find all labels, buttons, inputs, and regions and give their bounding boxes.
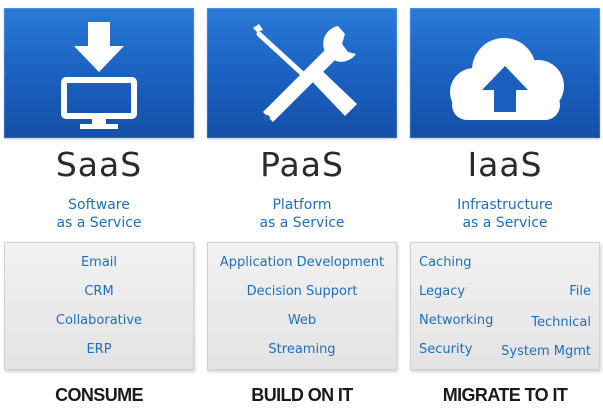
saas-item-crm: CRM — [84, 284, 114, 299]
saas-subtitle-line-2: as a Service — [56, 215, 142, 231]
iaas-item-system-mgmt: System Mgmt — [501, 344, 591, 359]
paas-subtitle: Platform as a Service — [207, 196, 397, 232]
paas-subtitle-line-1: Platform — [272, 197, 332, 213]
paas-item-streaming: Streaming — [268, 342, 336, 357]
paas-column: PaaS Platform as a Service Application D… — [207, 0, 397, 420]
iaas-item-networking: Networking — [419, 313, 494, 328]
iaas-item-caching: Caching — [419, 255, 472, 270]
iaas-subtitle: Infrastructure as a Service — [410, 196, 600, 232]
paas-subtitle-line-2: as a Service — [259, 215, 345, 231]
iaas-item-file: File — [569, 284, 591, 299]
iaas-item-security: Security — [419, 342, 473, 357]
saas-item-collaborative: Collaborative — [55, 313, 143, 328]
paas-item-decision-support: Decision Support — [246, 284, 358, 299]
saas-subtitle-line-1: Software — [68, 197, 130, 213]
iaas-item-legacy: Legacy — [419, 284, 466, 299]
iaas-icon-tile — [410, 8, 600, 138]
paas-item-web: Web — [287, 313, 317, 328]
iaas-subtitle-line-1: Infrastructure — [457, 197, 553, 213]
paas-acronym: PaaS — [260, 145, 344, 184]
download-monitor-icon — [61, 22, 137, 129]
paas-examples-panel: Application Development Decision Support… — [207, 242, 397, 370]
iaas-examples-panel: Caching Legacy File Networking Technical… — [410, 242, 600, 370]
cloud-upload-icon — [450, 38, 564, 120]
wrench-screwdriver-icon — [253, 24, 357, 122]
saas-subtitle: Software as a Service — [4, 196, 194, 232]
saas-icon-tile — [4, 8, 194, 138]
saas-item-erp: ERP — [86, 342, 112, 357]
saas-column: SaaS Software as a Service Email CRM Col… — [4, 0, 194, 420]
iaas-item-technical: Technical — [531, 315, 591, 330]
iaas-column: IaaS Infrastructure as a Service Caching… — [410, 0, 600, 420]
paas-item-application-development: Application Development — [219, 255, 385, 270]
paas-icon-tile — [207, 8, 397, 138]
paas-footer: BUILD ON IT — [251, 385, 353, 405]
saas-item-email: Email — [80, 255, 118, 270]
iaas-footer: MIGRATE TO IT — [442, 385, 568, 405]
saas-footer: CONSUME — [55, 385, 143, 405]
iaas-subtitle-line-2: as a Service — [462, 215, 548, 231]
saas-examples-panel: Email CRM Collaborative ERP — [4, 242, 194, 370]
saas-acronym: SaaS — [55, 145, 143, 184]
iaas-acronym: IaaS — [467, 145, 543, 184]
